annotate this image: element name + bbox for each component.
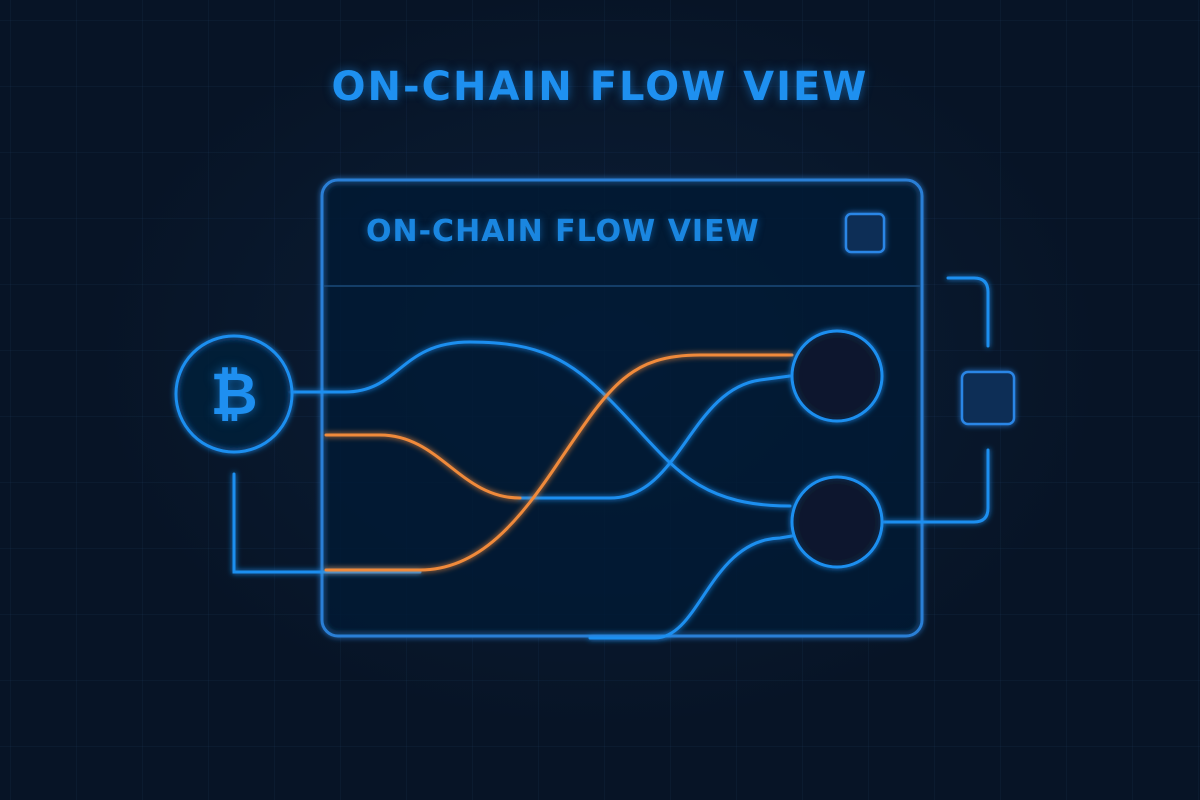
flow-line-orange-cross — [324, 353, 794, 572]
output-circle-node-icon[interactable] — [790, 329, 884, 423]
window-title: ON-CHAIN FLOW VIEW — [366, 214, 760, 249]
bitcoin-source-node[interactable] — [174, 334, 294, 454]
flow-window-panel — [320, 178, 924, 638]
output-circle-node-lower[interactable] — [790, 475, 884, 569]
bitcoin-icon: ₿ — [210, 360, 258, 428]
flow-line-btc-down-to-bottom — [232, 472, 422, 574]
flow-line-mid-to-upper-node — [518, 374, 792, 500]
side-connector-top — [946, 276, 990, 348]
page-title: ON-CHAIN FLOW VIEW — [331, 64, 869, 110]
window-control-square-icon[interactable] — [844, 212, 886, 254]
side-connector-bottom — [882, 448, 990, 524]
flow-line-bottom-to-lower-node — [588, 534, 794, 640]
side-square-node-icon[interactable] — [960, 370, 1016, 426]
flow-line-btc-to-lower-node — [288, 340, 792, 508]
flow-line-orange-upper — [324, 433, 522, 500]
